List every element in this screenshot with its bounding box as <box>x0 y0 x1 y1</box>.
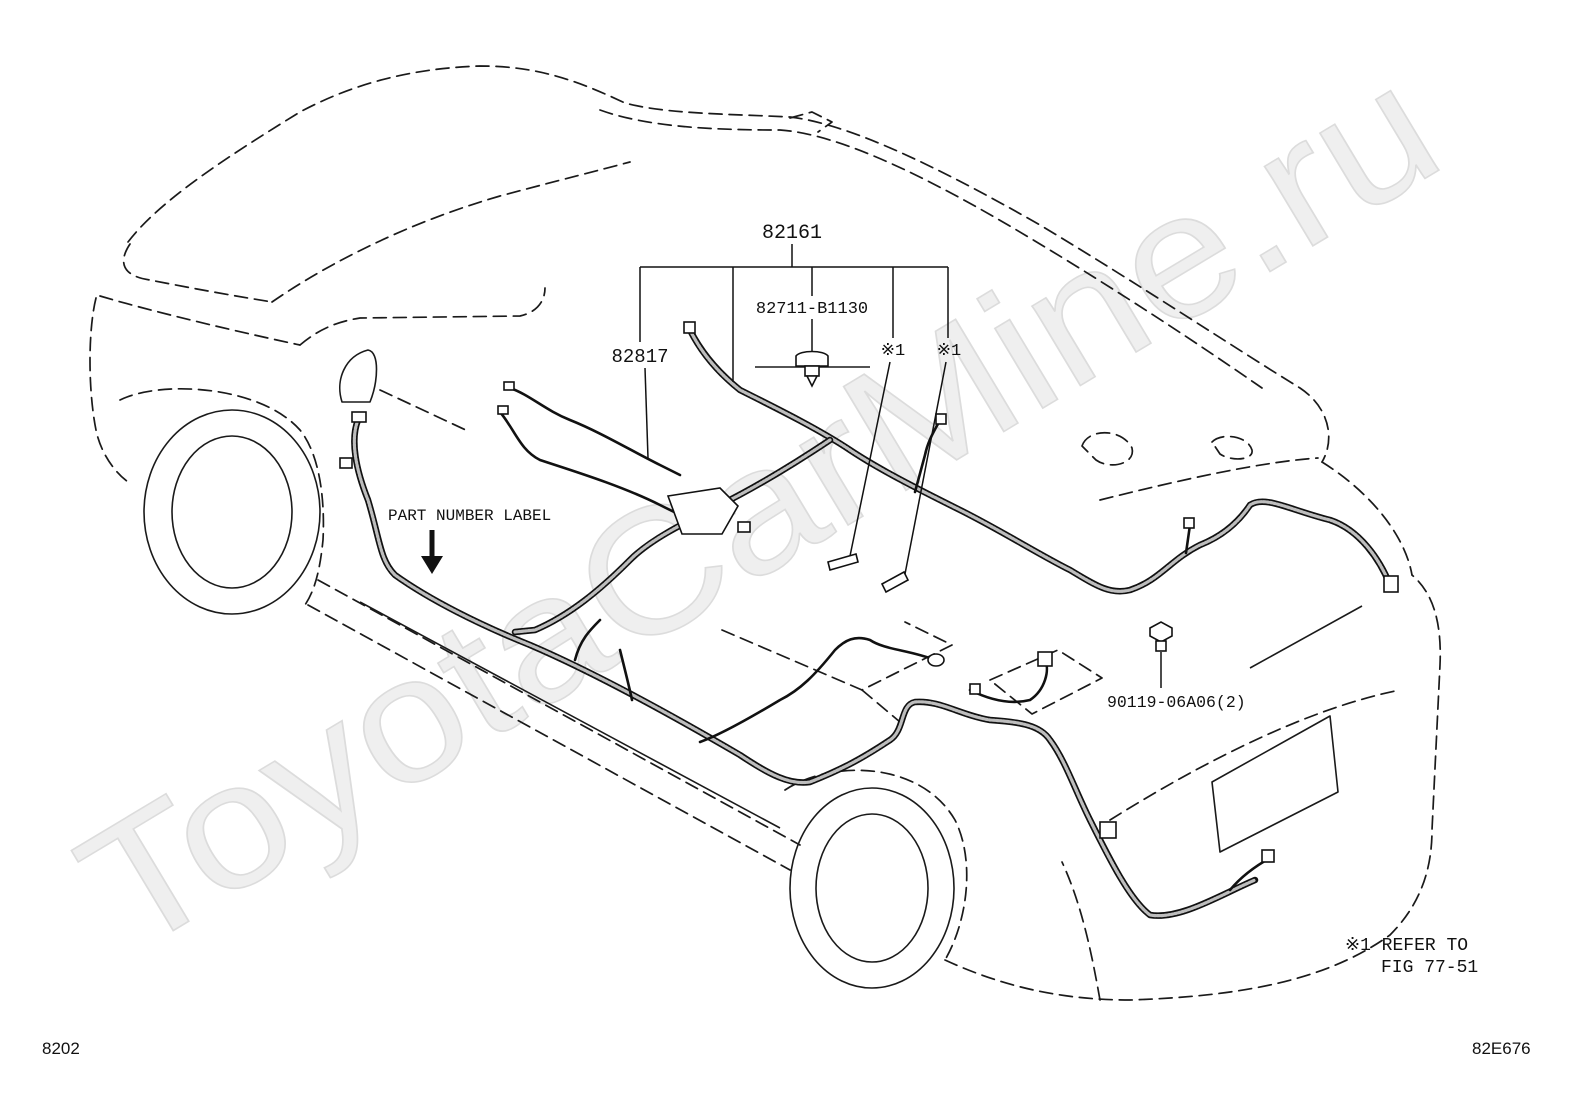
connector <box>935 413 947 425</box>
wheels <box>143 409 955 989</box>
connector <box>969 683 981 695</box>
label-ref1-a: ※1 <box>881 342 905 361</box>
sill-top-line <box>317 579 801 846</box>
hood-edge <box>99 295 301 346</box>
leader-ref1b-lower <box>904 361 947 575</box>
wiring-clip-illustration <box>755 350 870 388</box>
junction-block <box>666 487 739 535</box>
figure-code: 82E676 <box>1472 1039 1531 1058</box>
leader-82817-lower <box>644 367 649 459</box>
interior-line <box>379 389 471 433</box>
connector <box>339 457 353 469</box>
rear-right-line <box>1321 461 1413 576</box>
windshield-pillar <box>271 161 631 303</box>
roof-inner-line <box>599 109 1263 389</box>
roof-opening-1 <box>1081 431 1134 466</box>
clip-head <box>795 350 829 367</box>
floor-link-line <box>861 689 901 723</box>
floor-wire-branch <box>698 636 937 744</box>
door-top-line <box>299 287 546 346</box>
side-wire-branch-1 <box>573 618 602 662</box>
sill-bottom-line <box>307 604 791 871</box>
tail-light <box>1249 605 1363 669</box>
clip-stem <box>804 365 820 377</box>
connector <box>1037 651 1053 667</box>
label-90119-06a06[interactable]: 90119-06A06(2) <box>1107 693 1246 712</box>
rear-floor-wire <box>968 658 1049 704</box>
roof-spoiler <box>789 111 833 133</box>
arrow-head <box>421 556 443 574</box>
clip-tip <box>805 375 819 388</box>
part-number-label-arrow <box>421 530 443 574</box>
hatch-line <box>1099 457 1319 501</box>
connector <box>1383 575 1399 593</box>
bolt-illustration <box>1149 621 1173 652</box>
connector <box>1261 849 1275 863</box>
connector <box>503 381 515 391</box>
connector <box>351 411 367 423</box>
roof-wire-harness-sheath <box>688 328 1392 593</box>
rear-wheel-arch <box>784 769 968 961</box>
floor-wire-harness-main-sheath <box>352 418 1257 918</box>
label-82161[interactable]: 82161 <box>762 222 822 245</box>
ref-clip-1 <box>827 553 859 571</box>
wire-harness-group <box>351 326 1394 919</box>
connector <box>927 653 945 667</box>
front-tire <box>143 409 321 615</box>
connector <box>1183 517 1195 529</box>
ref-clip-2 <box>880 570 910 594</box>
connector <box>683 321 696 334</box>
connector <box>497 405 509 415</box>
note-refer-line1: ※1 REFER TO <box>1345 936 1468 956</box>
label-82711-b1130[interactable]: 82711-B1130 <box>756 300 868 319</box>
label-82817[interactable]: 82817 <box>611 346 668 368</box>
rear-corner-line <box>1061 861 1101 1001</box>
cowl-wire-upper <box>508 386 682 477</box>
center-wire-harness-branch-sheath <box>513 438 832 634</box>
rear-tire <box>789 787 955 989</box>
side-wire-branch-2 <box>618 648 634 702</box>
connectors <box>339 321 1399 863</box>
floor-panel-outline <box>721 621 953 691</box>
note-refer-line2: FIG 77-51 <box>1381 958 1478 978</box>
label-ref1-b: ※1 <box>937 342 961 361</box>
license-plate <box>1211 715 1339 853</box>
watermark: ToyotaCarMine.ru <box>49 28 1470 989</box>
bolt-shank <box>1155 640 1167 652</box>
sill-mid-line <box>359 601 781 829</box>
callout-labels: 82161 82711-B1130 82817 ※1 ※1 PART NUMBE… <box>42 222 1531 1058</box>
rear-rim <box>815 813 929 963</box>
rear-bottom-line <box>944 574 1442 1001</box>
connector <box>737 521 751 533</box>
page-reference: 8202 <box>42 1039 80 1058</box>
connector <box>1099 821 1117 839</box>
label-part-number-label: PART NUMBER LABEL <box>388 507 551 525</box>
bolt-head <box>1149 621 1173 643</box>
roof-opening-2 <box>1211 435 1253 460</box>
leader-lines <box>639 244 1162 688</box>
roof-wire-branch-2 <box>1184 523 1192 555</box>
front-wheel-arch <box>119 388 325 606</box>
front-body-line <box>89 297 129 483</box>
roof-outer-line <box>127 65 1330 463</box>
front-rim <box>171 435 293 589</box>
leader-ref1a-lower <box>849 361 891 557</box>
door-mirror <box>339 349 378 403</box>
windshield-base <box>122 243 273 303</box>
